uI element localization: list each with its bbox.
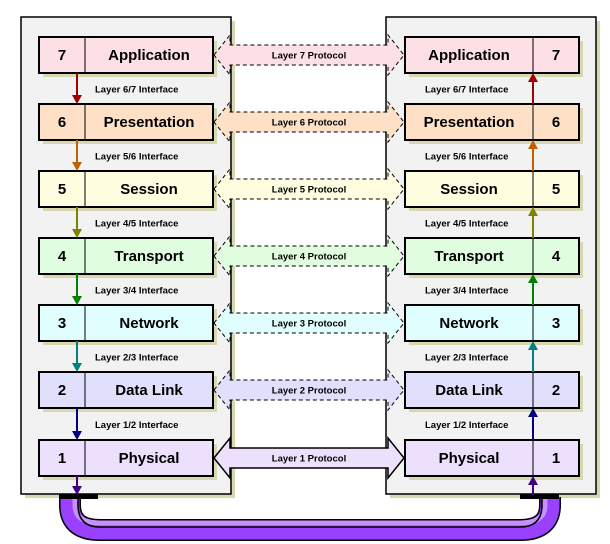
left-layer-box bbox=[38, 237, 214, 275]
right-interface-label: Layer 1/2 Interface bbox=[425, 420, 508, 431]
left-layer-number: 7 bbox=[58, 47, 66, 64]
protocol-label: Layer 1 Protocol bbox=[272, 454, 346, 465]
right-layer-number: 4 bbox=[552, 248, 561, 265]
up-arrow-head bbox=[528, 73, 538, 82]
left-layer-box bbox=[38, 36, 214, 74]
right-layer-box bbox=[404, 371, 580, 409]
right-connector bbox=[520, 494, 559, 499]
right-layer-number: 3 bbox=[552, 315, 560, 332]
layer-3: 3 Network Network 3 Layer 3 Protocol Layer 3/… bbox=[38, 274, 583, 345]
down-arrow-head bbox=[72, 95, 82, 104]
up-arrow-head bbox=[528, 341, 538, 350]
left-interface-label: Layer 4/5 Interface bbox=[95, 219, 178, 230]
layer-6: 6 Presentation Presentation 6 Layer 6 Protoc… bbox=[38, 73, 583, 144]
left-layer-box bbox=[38, 103, 214, 141]
left-layer-box bbox=[38, 304, 214, 342]
left-layer-number: 1 bbox=[58, 450, 66, 467]
right-layer-name: Presentation bbox=[424, 114, 515, 131]
layer-1: 1 Physical Physical 1 Layer 1 Protocol Layer … bbox=[38, 408, 583, 495]
protocol-arrow bbox=[213, 435, 405, 481]
protocol-label: Layer 2 Protocol bbox=[272, 386, 346, 397]
left-layer-name: Data Link bbox=[115, 382, 183, 399]
right-layer-name: Data Link bbox=[435, 382, 503, 399]
right-layer-number: 1 bbox=[552, 450, 560, 467]
protocol-arrow bbox=[213, 368, 405, 412]
left-layer-number: 3 bbox=[58, 315, 66, 332]
protocol-label: Layer 6 Protocol bbox=[272, 118, 346, 129]
left-layer-number: 5 bbox=[58, 181, 66, 198]
right-layer-number: 7 bbox=[552, 47, 560, 64]
right-layer-name: Transport bbox=[434, 248, 503, 265]
left-layer-box bbox=[38, 439, 214, 477]
right-layer-box bbox=[404, 237, 580, 275]
right-layer-box bbox=[404, 170, 580, 208]
right-interface-label: Layer 5/6 Interface bbox=[425, 152, 508, 163]
left-interface-label: Layer 2/3 Interface bbox=[95, 353, 178, 364]
protocol-arrow bbox=[213, 301, 405, 345]
protocol-label: Layer 5 Protocol bbox=[272, 185, 346, 196]
down-arrow-head bbox=[72, 296, 82, 305]
left-layer-name: Network bbox=[119, 315, 179, 332]
down-arrow-head bbox=[72, 363, 82, 372]
protocol-arrow bbox=[213, 100, 405, 144]
left-layer-name: Presentation bbox=[104, 114, 195, 131]
right-layer-name: Application bbox=[428, 47, 510, 64]
left-interface-label: Layer 5/6 Interface bbox=[95, 152, 178, 163]
right-layer-number: 2 bbox=[552, 382, 560, 399]
right-layer-box bbox=[404, 36, 580, 74]
left-layer-box bbox=[38, 170, 214, 208]
left-layer-number: 6 bbox=[58, 114, 66, 131]
left-layer-box bbox=[38, 371, 214, 409]
up-arrow-head bbox=[528, 140, 538, 149]
right-interface-label: Layer 6/7 Interface bbox=[425, 85, 508, 96]
protocol-label: Layer 3 Protocol bbox=[272, 319, 346, 330]
protocol-arrow bbox=[213, 167, 405, 211]
down-arrow-head bbox=[72, 229, 82, 238]
up-arrow-head bbox=[528, 408, 538, 417]
left-layer-number: 2 bbox=[58, 382, 66, 399]
layer-4: 4 Transport Transport 4 Layer 4 Protocol Laye… bbox=[38, 207, 583, 278]
right-layer-number: 6 bbox=[552, 114, 560, 131]
right-interface-label: Layer 2/3 Interface bbox=[425, 353, 508, 364]
protocol-arrow bbox=[213, 33, 405, 77]
down-arrow-head bbox=[72, 162, 82, 171]
right-layer-name: Physical bbox=[439, 450, 500, 467]
right-interface-label: Layer 3/4 Interface bbox=[425, 286, 508, 297]
up-arrow-head bbox=[528, 476, 538, 485]
layer-7: 7 Application Application 7 Layer 7 Protocol bbox=[38, 33, 583, 77]
left-interface-label: Layer 1/2 Interface bbox=[95, 420, 178, 431]
left-connector bbox=[59, 494, 98, 499]
layer-5: 5 Session Session 5 Layer 5 Protocol Layer 5/… bbox=[38, 140, 583, 211]
left-layer-name: Transport bbox=[114, 248, 183, 265]
up-arrow-head bbox=[528, 207, 538, 216]
left-layer-name: Application bbox=[108, 47, 190, 64]
right-layer-box bbox=[404, 439, 580, 477]
down-arrow-head bbox=[72, 486, 82, 495]
up-arrow-head bbox=[528, 274, 538, 283]
right-layer-name: Network bbox=[439, 315, 499, 332]
protocol-label: Layer 4 Protocol bbox=[272, 252, 346, 263]
right-interface-label: Layer 4/5 Interface bbox=[425, 219, 508, 230]
physical-cable bbox=[59, 497, 561, 541]
protocol-arrow bbox=[213, 234, 405, 278]
layer-2: 2 Data Link Data Link 2 Layer 2 Protocol Laye… bbox=[38, 341, 583, 412]
protocol-label: Layer 7 Protocol bbox=[272, 51, 346, 62]
right-layer-name: Session bbox=[440, 181, 498, 198]
down-arrow-head bbox=[72, 431, 82, 440]
right-layer-number: 5 bbox=[552, 181, 560, 198]
left-layer-number: 4 bbox=[58, 248, 67, 265]
left-layer-name: Session bbox=[120, 181, 178, 198]
left-layer-name: Physical bbox=[119, 450, 180, 467]
right-layer-box bbox=[404, 304, 580, 342]
left-interface-label: Layer 3/4 Interface bbox=[95, 286, 178, 297]
left-interface-label: Layer 6/7 Interface bbox=[95, 85, 178, 96]
right-layer-box bbox=[404, 103, 580, 141]
